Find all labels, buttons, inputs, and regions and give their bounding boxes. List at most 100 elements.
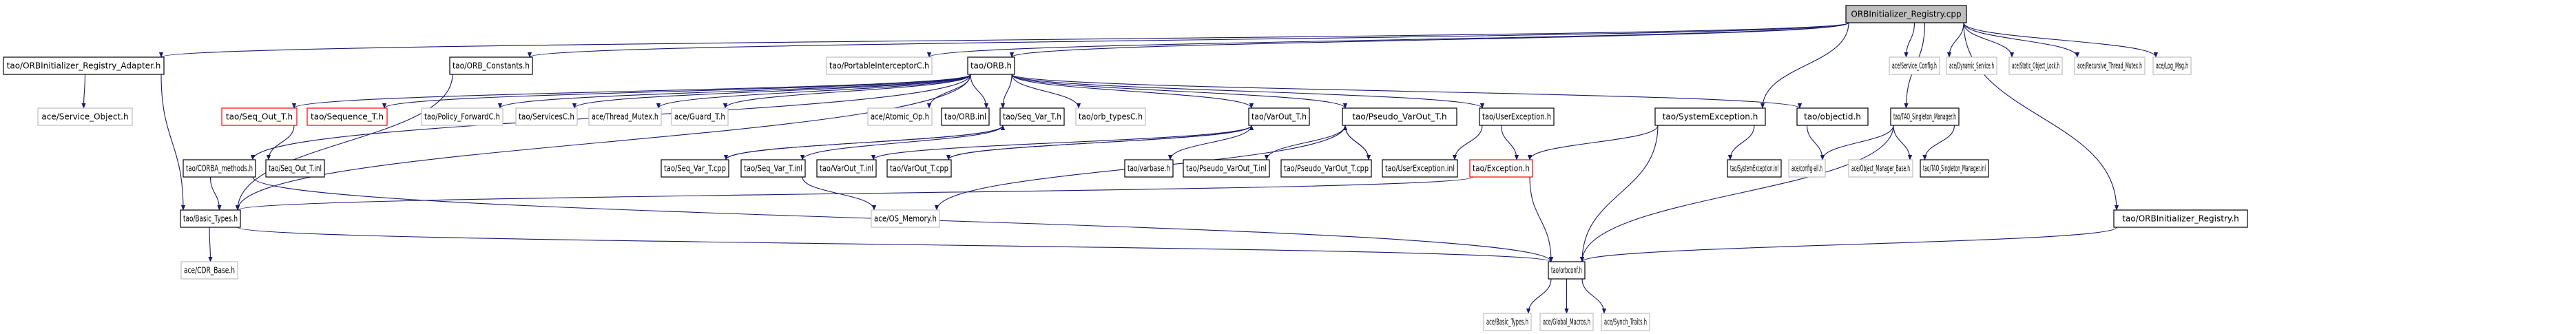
edge-sysexc-to-exch [1527,125,1659,160]
node-tao-pseudo-varout-t-inl[interactable]: tao/Pseudo_VarOut_T.inl [1183,159,1270,178]
node-tao-systemexception-h[interactable]: tao/SystemException.h [1654,107,1766,126]
node-box [183,159,256,178]
node-tao-orbinitializer-registry-h[interactable]: tao/ORBInitializer_Registry.h [2113,209,2248,228]
node-tao-varbase-h[interactable]: tao/varbase.h [1124,159,1174,178]
edge-sysexc-to-sysexcinl [1727,125,1755,160]
node-ace-cdr-base-h: ace/CDR_Base.h [180,261,238,280]
node-tao-orbinitializer-registry-adapter-h[interactable]: tao/ORBInitializer_Registry_Adapter.h [3,56,165,75]
edge-userexc-to-exch [1500,125,1519,160]
edge-seqout-to-seqoutinl [266,125,295,160]
node-tao-userexception-inl[interactable]: tao/UserException.inl [1382,159,1458,178]
node-tao-corba-methods-h[interactable]: tao/CORBA_methods.h [183,159,256,178]
edge-orbconf-to-synch [1581,278,1607,314]
node-tao-orb-h[interactable]: tao/ORB.h [967,56,1015,75]
edge-root-to-logmsg [1963,22,2159,58]
node-tao-orb-inl[interactable]: tao/ORB.inl [941,107,990,126]
edge-orbh-to-seqT [382,74,971,109]
node-tao-seq-out-t-inl[interactable]: tao/Seq_Out_T.inl [265,159,325,178]
node-tao-pseudo-varout-t-cpp[interactable]: tao/Pseudo_VarOut_T.cpp [1280,159,1372,178]
node-label: ace/Thread_Mutex.h [592,112,658,122]
edge-orbh-to-orbinl [970,74,989,109]
node-box [515,107,578,126]
node-ace-object-manager-base-h: ace/Object_Manager_Base.h [1848,159,1913,178]
node-tao-varout-t-h[interactable]: tao/VarOut_T.h [1248,107,1310,126]
node-box [1788,159,1826,178]
edge-root-to-svccfg [1904,22,1915,58]
node-tao-seq-var-t-cpp[interactable]: tao/Seq_Var_T.cpp [661,159,729,178]
edge-orbh-to-seqvar [1000,74,1012,109]
node-box [1124,159,1174,178]
node-tao-sequence-t-h[interactable]: tao/Sequence_T.h [307,107,388,126]
node-tao-pseudo-varout-t-h[interactable]: tao/Pseudo_VarOut_T.h [1342,107,1457,126]
node-label: tao/Seq_Var_T.inl [744,164,802,174]
node-tao-tao-singleton-manager-inl[interactable]: tao/TAO_Singleton_Manager.inl [1920,159,1989,178]
node-box [1796,107,1869,126]
edge-varout-to-varoutinl [871,125,1252,160]
edge-basictypes-to-orbconf [237,227,1553,262]
node-box [1601,313,1650,331]
node-tao-orbconf-h[interactable]: tao/orbconf.h [1548,261,1586,280]
node-label: tao/TAO_Singleton_Manager.h [1893,112,1956,122]
node-tao-objectid-h[interactable]: tao/objectid.h [1796,107,1869,126]
node-tao-seq-var-t-inl[interactable]: tao/Seq_Var_T.inl [740,159,806,178]
node-label: tao/VarOut_T.h [1251,112,1307,122]
node-tao-exception-h[interactable]: tao/Exception.h [1469,159,1533,178]
node-label: tao/varbase.h [1128,164,1170,174]
node-label: tao/SystemException.inl [1730,164,1778,174]
node-label: ace/Recursive_Thread_Mutex.h [2077,61,2142,71]
node-tao-basic-types-h[interactable]: tao/Basic_Types.h [180,209,241,228]
node-label: ace/Static_Object_Lock.h [2012,61,2059,71]
node-label: ace/OS_Memory.h [874,214,937,224]
node-label: tao/CORBA_methods.h [186,164,253,174]
node-box [941,107,990,126]
edge-objectid-to-cfgall [1806,125,1825,160]
node-orbinitializer-registry-cpp[interactable]: ORBInitializer_Registry.cpp [1845,5,1967,23]
edge-root-to-orbconst [528,22,1849,58]
edge-root-to-sysexc [1760,22,1849,109]
node-box [867,107,933,126]
node-tao-systemexception-inl[interactable]: tao/SystemException.inl [1727,159,1782,178]
node-tao-seq-out-t-h[interactable]: tao/Seq_Out_T.h [221,107,298,126]
node-label: tao/UserException.h [1482,112,1551,122]
node-label: tao/Seq_Var_T.cpp [664,164,726,174]
node-tao-orb-typesc-h: tao/orb_typesC.h [1075,107,1146,126]
edge-orbh-to-basictypes [235,74,971,211]
node-box [180,261,238,280]
edge-root-to-adapter [159,22,1849,58]
node-ace-log-msg-h: ace/Log_Msg.h [2152,56,2192,75]
node-tao-tao-singleton-manager-h[interactable]: tao/TAO_Singleton_Manager.h [1890,107,1960,126]
node-label: ace/CDR_Base.h [184,266,235,275]
node-label: tao/Seq_Out_T.h [226,112,293,122]
node-label: tao/Pseudo_VarOut_T.h [1352,112,1446,122]
node-box [37,107,133,126]
node-tao-varout-t-cpp[interactable]: tao/VarOut_T.cpp [886,159,952,178]
node-box [967,56,1015,75]
node-box [1479,107,1555,126]
node-box [2074,56,2146,75]
node-label: tao/ORBInitializer_Registry.h [2122,214,2239,224]
node-box [421,107,503,126]
node-box [816,159,877,178]
node-label: tao/PortableInterceptorC.h [829,61,929,71]
node-label: tao/Pseudo_VarOut_T.cpp [1284,164,1369,174]
node-box [1727,159,1782,178]
node-ace-recursive-thread-mutex-h: ace/Recursive_Thread_Mutex.h [2074,56,2146,75]
edge-adapter-to-basictypes [160,74,186,211]
edge-root-to-staticlock [1963,22,2015,58]
node-tao-varout-t-inl[interactable]: tao/VarOut_T.inl [816,159,877,178]
node-box [1382,159,1458,178]
edge-corbam-to-basictypes [209,176,222,211]
node-tao-userexception-h[interactable]: tao/UserException.h [1479,107,1555,126]
node-box [1280,159,1372,178]
edge-root-to-picC [927,22,1849,58]
node-label: tao/ServicesC.h [519,112,574,122]
node-box [740,159,806,178]
node-box [1183,159,1270,178]
node-box [221,107,298,126]
node-tao-seq-var-t-h[interactable]: tao/Seq_Var_T.h [999,107,1065,126]
node-ace-dynamic-service-h: ace/Dynamic_Service.h [1946,56,1997,75]
edge-orbh-to-svcC [572,74,971,109]
edge-orbh-to-polfwd [498,74,971,109]
node-tao-orb-constants-h[interactable]: tao/ORB_Constants.h [449,56,533,75]
